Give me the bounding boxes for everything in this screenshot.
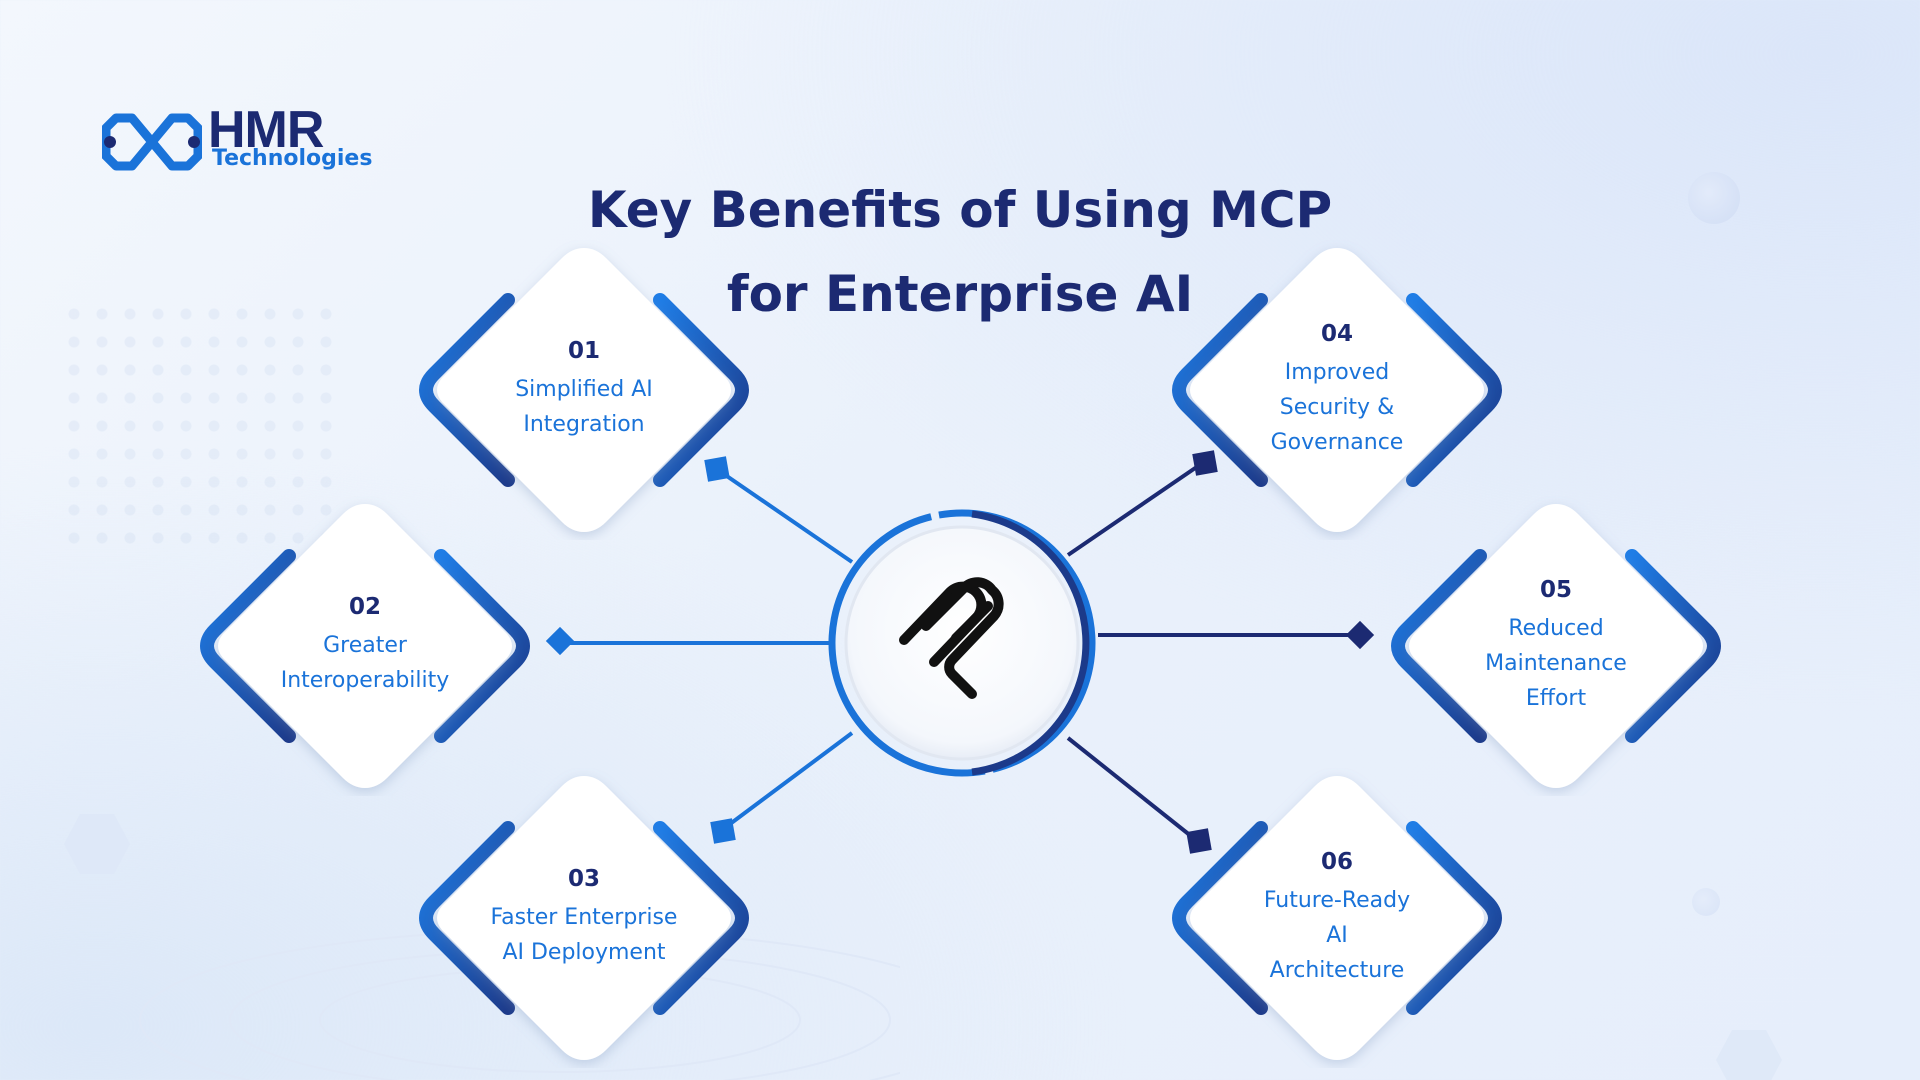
benefit-label: Future-Ready AI Architecture: [1263, 887, 1411, 983]
benefit-number: 03: [567, 866, 600, 892]
benefit-card-02: 02 Greater Interoperability: [195, 496, 535, 796]
mcp-logo-icon: [899, 577, 1004, 699]
benefit-number: 05: [1539, 576, 1572, 603]
benefit-number: 01: [567, 338, 600, 364]
page-title: Key Benefits of Using MCP for Enterprise…: [460, 168, 1460, 336]
connector-end-05: [1345, 620, 1375, 650]
connector-end-02: [545, 626, 575, 656]
connector-end-04: [1192, 450, 1218, 476]
central-hub: [822, 500, 1102, 790]
benefit-card-06: 06 Future-Ready AI Architecture: [1167, 768, 1507, 1068]
diamond-frame: [1386, 496, 1726, 796]
connector-line-06: [1066, 736, 1198, 842]
connector-end-06: [1186, 828, 1212, 854]
connector-line-04: [1066, 460, 1206, 557]
benefit-card-01: 01 Simplified AI Integration: [414, 240, 754, 540]
brand-name: HMR: [208, 101, 324, 159]
benefit-label: Greater Interoperability: [280, 633, 450, 693]
connector-end-03: [710, 818, 736, 844]
diamond-frame: [414, 240, 754, 540]
benefit-label: Faster Enterprise AI Deployment: [490, 905, 678, 965]
benefit-label: Simplified AI Integration: [515, 377, 653, 437]
connector-end-01: [704, 456, 730, 482]
benefit-label: Reduced Maintenance Effort: [1485, 615, 1627, 711]
connector-line-03: [720, 731, 854, 832]
connector-line-01: [716, 468, 854, 564]
benefit-number: 04: [1320, 320, 1353, 347]
diamond-frame: [195, 496, 535, 796]
page-title-line-2: for Enterprise AI: [726, 265, 1194, 323]
benefit-card-05: 05 Reduced Maintenance Effort: [1386, 496, 1726, 796]
benefit-number: 02: [348, 594, 381, 620]
hmr-logo-icon: [102, 113, 202, 171]
page-title-line-1: Key Benefits of Using MCP: [587, 181, 1333, 239]
benefit-label: Improved Security & Governance: [1270, 359, 1404, 455]
hub-circle: [828, 509, 1096, 777]
benefit-card-03: 03 Faster Enterprise AI Deployment: [414, 768, 754, 1068]
brand-logo[interactable]: HMR Technologies: [102, 101, 373, 178]
diamond-frame: [1167, 768, 1507, 1068]
brand-subtitle: Technologies: [212, 146, 373, 171]
benefit-number: 06: [1320, 848, 1353, 875]
diamond-frame: [1167, 240, 1507, 540]
diamond-frame: [414, 768, 754, 1068]
benefit-card-04: 04 Improved Security & Governance: [1167, 240, 1507, 540]
